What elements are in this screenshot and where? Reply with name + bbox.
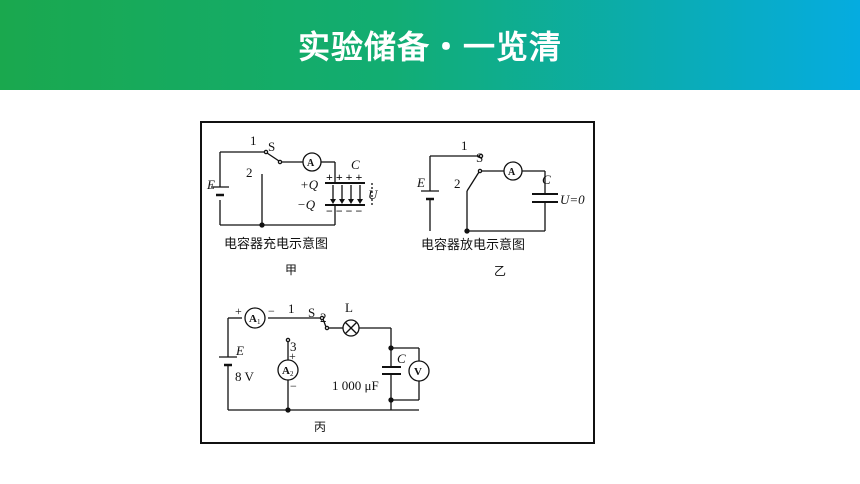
header-banner: 实验储备・一览清 bbox=[0, 0, 860, 90]
terminal bbox=[285, 337, 291, 343]
c-ammeter1-plus: + bbox=[235, 304, 242, 318]
c-switch-label: S bbox=[308, 305, 315, 320]
page-title: 实验储备・一览清 bbox=[297, 28, 562, 66]
c-ammeter2-minus: − bbox=[290, 379, 297, 393]
switch-pivot bbox=[324, 325, 330, 331]
a-plus-charge: +Q bbox=[300, 177, 319, 192]
b-terminal-2: 2 bbox=[454, 176, 461, 191]
terminal bbox=[478, 153, 484, 159]
c-lamp-label: L bbox=[345, 300, 353, 315]
c-source-value: 8 V bbox=[235, 369, 255, 384]
c-figure-label: 丙 bbox=[314, 420, 326, 434]
c-voltmeter-label: V bbox=[414, 366, 422, 378]
c-ammeter2-label: A bbox=[282, 365, 290, 377]
b-ammeter-label: A bbox=[508, 167, 516, 178]
a-minus-charge: −Q bbox=[297, 197, 316, 212]
b-source-label: E bbox=[416, 175, 425, 190]
ammeter1-symbol bbox=[244, 307, 266, 329]
circuit-figure: 1 S 2 A C E +Q + + + + −Q − − − − U 电容器充… bbox=[200, 121, 595, 444]
c-capacitance: 1 000 μF bbox=[332, 378, 379, 393]
c-source-label: E bbox=[235, 343, 244, 358]
terminal bbox=[319, 315, 325, 321]
junction-dot bbox=[464, 228, 470, 234]
measurement-circuit bbox=[219, 307, 430, 413]
c-ammeter1-sub: 1 bbox=[257, 318, 261, 326]
switch-blade bbox=[466, 171, 480, 192]
b-voltage-label: U=0 bbox=[560, 192, 585, 207]
c-ammeter2-plus: + bbox=[289, 349, 296, 363]
b-figure-label: 乙 bbox=[494, 264, 506, 278]
b-capacitor-label: C bbox=[542, 172, 551, 187]
c-terminal-2: 2 bbox=[320, 310, 327, 325]
junction-dot bbox=[285, 407, 291, 413]
c-terminal-3: 3 bbox=[290, 339, 297, 354]
b-caption: 电容器放电示意图 bbox=[421, 237, 525, 253]
junction-dot bbox=[388, 397, 394, 403]
b-switch-label: S bbox=[476, 150, 483, 165]
b-terminal-1: 1 bbox=[461, 138, 468, 153]
a-voltage-label: U bbox=[368, 187, 379, 202]
c-terminal-1: 1 bbox=[288, 301, 295, 316]
a-figure-label: 甲 bbox=[285, 263, 297, 277]
a-source-label: E bbox=[206, 177, 215, 192]
a-minus-signs: − − − − bbox=[326, 204, 363, 218]
c-capacitor-label: C bbox=[397, 351, 406, 366]
c-ammeter1-label: A bbox=[249, 313, 257, 325]
junction-dot bbox=[388, 345, 394, 351]
a-switch-label: S bbox=[268, 139, 275, 154]
a-capacitor-label: C bbox=[351, 157, 360, 172]
switch-blade bbox=[266, 152, 280, 162]
junction-dot bbox=[259, 222, 265, 228]
a-ammeter-label: A bbox=[307, 158, 315, 169]
a-plus-signs: + + + + bbox=[326, 170, 363, 184]
lamp-cross bbox=[345, 322, 357, 334]
circuit-diagrams: 1 S 2 A C E +Q + + + + −Q − − − − U 电容器充… bbox=[206, 133, 585, 434]
a-terminal-1: 1 bbox=[250, 133, 257, 148]
c-ammeter2-sub: 2 bbox=[290, 370, 294, 378]
switch-blade bbox=[322, 318, 327, 328]
a-terminal-2: 2 bbox=[246, 165, 253, 180]
terminal bbox=[263, 149, 269, 155]
c-ammeter1-minus: − bbox=[268, 304, 275, 318]
discharging-circuit bbox=[421, 153, 558, 234]
a-caption: 电容器充电示意图 bbox=[224, 236, 328, 252]
charging-circuit bbox=[211, 149, 365, 228]
